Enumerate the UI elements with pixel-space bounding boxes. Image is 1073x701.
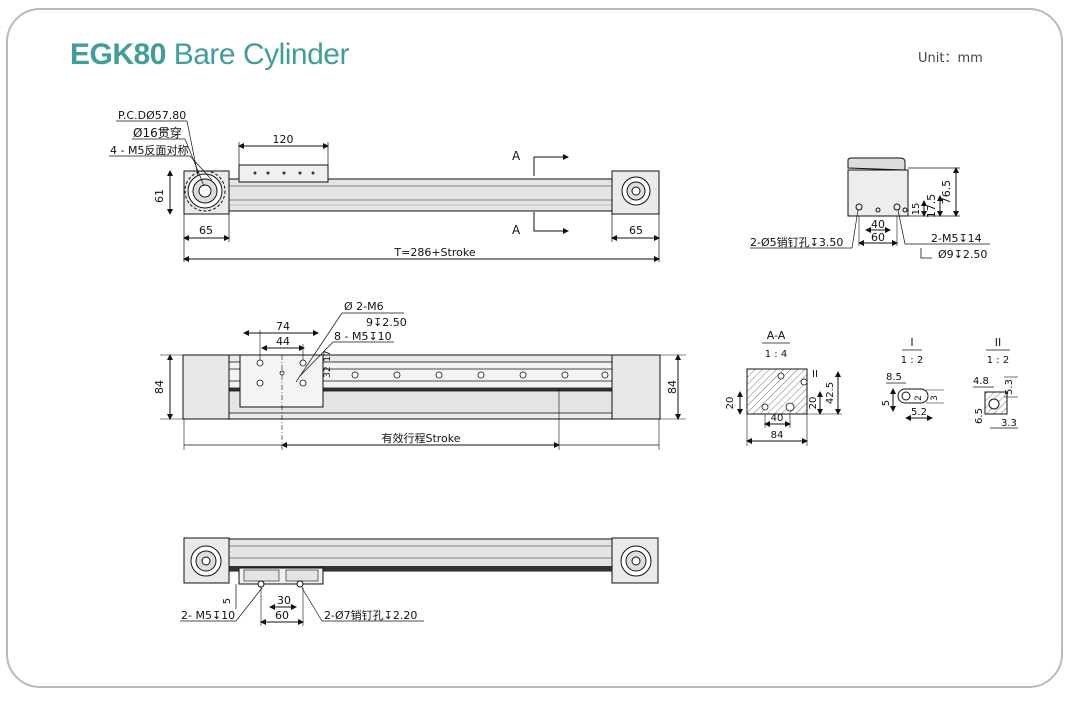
dim-65-left: 65	[199, 224, 213, 237]
label-bore: Ø16贯穿	[133, 125, 182, 140]
ii-dim-4-8: 4.8	[973, 376, 989, 387]
section-aa-detail-ii: II	[812, 369, 818, 380]
label-pcd: P.C.DØ57.80	[118, 109, 186, 122]
i-dim-5: 5	[881, 400, 892, 406]
aa-dim-20-left: 20	[725, 397, 736, 410]
ii-dim-5-3: 5.3	[1004, 379, 1015, 395]
dim-120: 120	[273, 133, 294, 146]
i-dim-8-5: 8.5	[886, 372, 902, 383]
end-view: 76.5 17.5 15 40 60 2-Ø5销钉孔↧3.50 2-M5↧14 …	[750, 157, 990, 261]
detail-ii: II 1 : 2 4.8 5.3 6.5 3.3	[973, 336, 1018, 429]
bottom-view: 5 30 60 2- M5↧10 2-Ø7销钉孔↧2.20	[180, 537, 659, 626]
dim-total: T=286+Stroke	[393, 246, 475, 259]
dim-44: 44	[276, 335, 290, 348]
detail-i-scale: 1 : 2	[901, 355, 923, 366]
dim-small-b: 17	[323, 350, 333, 361]
unit-label: Unit：mm	[918, 51, 983, 66]
detail-i-label: I	[910, 336, 913, 349]
aa-dim-40: 40	[771, 413, 784, 424]
detail-i: I 1 : 2 8.5 5 5.2 2 3	[881, 336, 944, 421]
front-view: 74 44 32 17 84 84 有效行程Stroke Ø 2-M6 9↧2.…	[153, 300, 686, 450]
dim-15: 15	[911, 203, 922, 216]
label-pin-left: 2-Ø5销钉孔↧3.50	[750, 235, 843, 249]
bottom-dim-30: 30	[277, 594, 291, 607]
dim-65-right: 65	[629, 224, 643, 237]
dim-small-a: 32	[323, 366, 333, 377]
label-front-tap: 8 - M5↧10	[334, 330, 392, 343]
i-dim-5-2: 5.2	[911, 407, 927, 418]
model-name: EGK80	[70, 38, 166, 71]
aa-dim-20-right: 20	[808, 397, 819, 410]
i-dim-2: 2	[914, 395, 924, 401]
section-aa: A-A 1 : 4 II 20 20 42.5 40 84	[725, 329, 842, 446]
page-title: EGK80 Bare Cylinder	[70, 38, 349, 72]
detail-ii-scale: 1 : 2	[987, 355, 1009, 366]
label-bottom-tap: 2- M5↧10	[181, 609, 235, 622]
dim-17-5: 17.5	[925, 194, 938, 219]
dim-end-60: 60	[871, 231, 885, 244]
label-bottom-pin: 2-Ø7销钉孔↧2.20	[324, 608, 417, 622]
top-view: 120 61 65 65 T=286+Stroke A A P.C.DØ57.8…	[109, 109, 660, 262]
i-dim-3: 3	[930, 395, 940, 401]
dim-74: 74	[276, 320, 290, 333]
aa-dim-84: 84	[771, 430, 784, 441]
ii-dim-6-5: 6.5	[974, 408, 985, 424]
section-aa-scale: 1 : 4	[765, 349, 787, 360]
label-tap-right: 2-M5↧14	[931, 232, 982, 245]
ii-dim-3-3: 3.3	[1001, 418, 1017, 429]
section-aa-label: A-A	[767, 329, 786, 342]
dim-end-40: 40	[871, 218, 885, 231]
aa-dim-42-5: 42.5	[825, 382, 836, 404]
dim-76-5: 76.5	[940, 180, 953, 205]
label-dowel: Ø 2-M6	[344, 300, 384, 313]
bottom-dim-60: 60	[275, 609, 289, 622]
drawing-frame	[6, 8, 1063, 688]
label-cbore: Ø9↧2.50	[938, 248, 987, 261]
section-a-bottom: A	[512, 223, 521, 237]
dim-84-left: 84	[153, 380, 166, 394]
detail-ii-label: II	[995, 336, 1002, 349]
dim-61: 61	[153, 189, 166, 203]
bottom-dim-5: 5	[222, 598, 233, 604]
section-a-top: A	[512, 149, 521, 163]
dim-stroke: 有效行程Stroke	[381, 431, 460, 445]
label-tap: 4 - M5反面对称	[110, 143, 188, 157]
product-name: Bare Cylinder	[173, 38, 350, 71]
label-dowel-depth: 9↧2.50	[366, 316, 407, 329]
dim-84-right: 84	[666, 380, 679, 394]
